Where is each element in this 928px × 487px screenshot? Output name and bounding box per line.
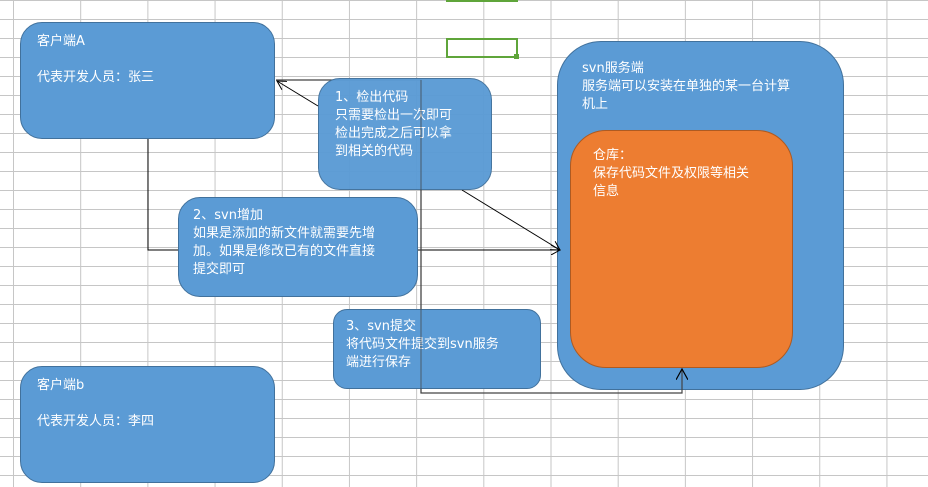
client-a-title: 客户端A xyxy=(37,34,85,49)
client-b-title: 客户端b xyxy=(37,378,85,393)
step3-commit-shape[interactable]: 3、svn提交将代码文件提交到svn服务 端进行保存 xyxy=(333,309,541,389)
client-b-shape[interactable]: 客户端b 代表开发人员：李四 xyxy=(20,366,275,483)
fill-handle[interactable] xyxy=(514,54,519,59)
client-b-body: 代表开发人员：李四 xyxy=(37,414,155,429)
connector-a-to-server xyxy=(147,139,560,250)
step1-title: 1、检出代码 xyxy=(335,90,409,105)
server-body: 服务端可以安装在单独的某一台计算 机上 xyxy=(582,79,791,112)
client-a-shape[interactable]: 客户端A 代表开发人员：张三 xyxy=(20,22,275,139)
repository-shape[interactable]: 仓库： 保存代码文件及权限等相关 信息 xyxy=(570,130,793,368)
selected-cell[interactable] xyxy=(446,38,518,58)
repo-title: 仓库： xyxy=(593,148,633,163)
connector-step1-to-server xyxy=(461,189,560,250)
connector-checkout-arrow xyxy=(277,81,319,107)
repo-body: 保存代码文件及权限等相关 信息 xyxy=(593,166,750,199)
step2-add-shape[interactable]: 2、svn增加如果是添加的新文件就需要先增 加。如果是修改已有的文件直接 提交即… xyxy=(178,197,418,297)
step1-checkout-shape[interactable]: 1、检出代码只需要检出一次即可 检出完成之后可以拿 到相关的代码 xyxy=(318,78,492,190)
server-title: svn服务端 xyxy=(582,61,644,76)
step3-title: 3、svn提交 xyxy=(346,319,416,334)
step1-body: 只需要检出一次即可 检出完成之后可以拿 到相关的代码 xyxy=(335,108,453,159)
client-a-body: 代表开发人员：张三 xyxy=(37,70,155,85)
step3-body: 将代码文件提交到svn服务 端进行保存 xyxy=(346,337,499,370)
step2-title: 2、svn增加 xyxy=(193,208,263,223)
step2-body: 如果是添加的新文件就需要先增 加。如果是修改已有的文件直接 提交即可 xyxy=(193,226,376,277)
column-highlight xyxy=(446,0,518,2)
